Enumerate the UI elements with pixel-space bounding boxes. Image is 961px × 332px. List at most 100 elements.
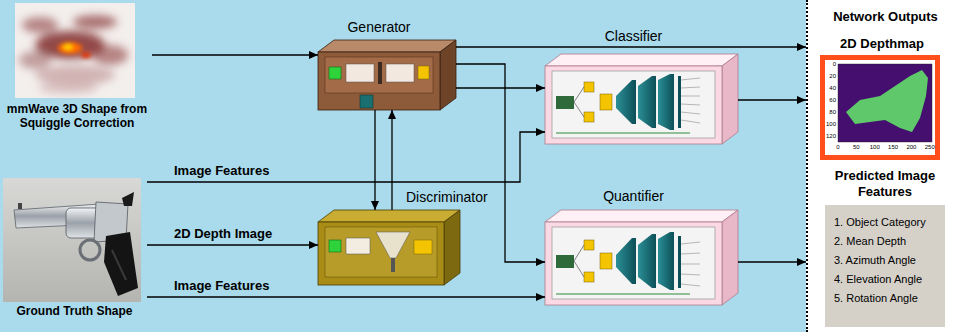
connector-arrow	[738, 261, 806, 262]
feature-block	[584, 272, 594, 282]
funnel	[376, 232, 410, 258]
generator-box: Generator	[318, 40, 456, 110]
connector-arrow	[374, 110, 375, 210]
ground-truth-node: Ground Truth Shape	[2, 178, 147, 319]
classifier-box-art	[545, 54, 738, 144]
output-title: 2D Depthmap	[807, 36, 957, 52]
front-sight	[18, 203, 22, 209]
conv-layer	[616, 80, 636, 124]
blob	[81, 52, 91, 58]
blob	[58, 42, 82, 54]
feature-block	[600, 253, 612, 269]
connector-arrow	[147, 132, 545, 182]
latent-square	[360, 95, 373, 108]
input-block	[556, 255, 574, 268]
axis-tick: 120	[822, 133, 836, 140]
block-title: Discriminator	[406, 189, 488, 206]
edge-label: 2D Depth Image	[172, 226, 274, 241]
input-image-node: mmWave 3D Shape from Squiggle Correction	[2, 3, 152, 131]
output-block	[414, 240, 432, 254]
block-title: Classifier	[545, 28, 722, 45]
discriminator-box-art	[318, 210, 460, 285]
layer-block	[346, 238, 370, 254]
connector-arrow	[456, 64, 545, 262]
box-front	[318, 52, 440, 110]
axis-tick: 20	[822, 73, 836, 80]
bottleneck	[378, 62, 382, 84]
axis-tick: 100	[822, 121, 836, 128]
connector-arrow	[147, 296, 545, 297]
depthmap-chart	[820, 55, 940, 160]
blob	[19, 51, 51, 69]
output-panel-ground	[806, 0, 961, 332]
inner-link	[574, 87, 584, 102]
inner-panel	[325, 57, 433, 93]
input-cube	[329, 240, 341, 252]
inner-link	[574, 261, 584, 277]
feature-block	[584, 82, 594, 92]
funnel-stem	[391, 258, 395, 272]
axis-tick: 0	[822, 61, 836, 68]
feature-list-box: Predicted Image Features1. Object Catego…	[825, 205, 945, 327]
layer-bracket	[556, 133, 690, 134]
list-item: 3. Azimuth Angle	[834, 253, 916, 267]
quantifier-box-art	[545, 210, 738, 305]
heatmap-blobs	[19, 15, 128, 94]
axis-tick: 100	[865, 144, 885, 151]
box-top	[545, 210, 738, 222]
input-cube	[329, 67, 341, 79]
grip	[104, 232, 138, 296]
list-item: 1. Object Category	[834, 215, 926, 229]
class-lines	[681, 78, 700, 123]
plot-area	[838, 64, 932, 142]
depthmap-frame	[820, 55, 940, 160]
box-side	[440, 40, 456, 110]
blob	[35, 65, 115, 85]
depthmap-box: 2D Depthmap	[822, 55, 942, 160]
connector-arrow	[456, 46, 806, 47]
inner-link	[574, 245, 584, 261]
inner-link	[574, 102, 584, 117]
revolver-photo	[3, 178, 141, 302]
inner-panel	[552, 227, 715, 299]
list-item: 2. Mean Depth	[834, 234, 906, 248]
output-panel: Network Outputs2D DepthmapPredicted Imag…	[806, 0, 961, 332]
connector-arrow	[738, 99, 806, 100]
mmwave-heatmap	[15, 3, 135, 98]
quantifier-box: Quantifier	[545, 210, 738, 305]
hammer	[122, 192, 134, 206]
box-side	[444, 210, 460, 285]
classifier-box: Classifier	[545, 54, 738, 144]
axis-tick: 200	[901, 144, 921, 151]
conv-layer	[638, 234, 656, 288]
list-item: 4. Elevation Angle	[834, 272, 922, 286]
connector-arrow	[456, 87, 545, 88]
blob	[63, 44, 73, 50]
axis-tick: 150	[883, 144, 903, 151]
axis-tick: 60	[822, 97, 836, 104]
output-block	[418, 66, 429, 79]
conv-layer	[658, 232, 674, 290]
feature-block	[600, 94, 612, 110]
axis-tick: 80	[822, 109, 836, 116]
quantity-lines	[681, 242, 700, 286]
blob	[38, 82, 98, 94]
layer-bracket	[556, 294, 690, 295]
box-front	[545, 222, 722, 305]
grip-texture	[112, 250, 126, 280]
blob	[92, 45, 128, 65]
conv-layer	[658, 74, 674, 130]
photo-ground	[3, 178, 141, 302]
blob	[73, 15, 117, 29]
axis-tick: 50	[846, 144, 866, 151]
axis-tick: 0	[828, 144, 848, 151]
inner-panel	[325, 227, 437, 277]
box-top	[545, 54, 738, 66]
feature-block	[584, 112, 594, 122]
connector-arrow	[391, 110, 392, 210]
inner-panel	[552, 71, 715, 138]
box-side	[722, 210, 738, 305]
connector-arrow	[152, 54, 318, 55]
